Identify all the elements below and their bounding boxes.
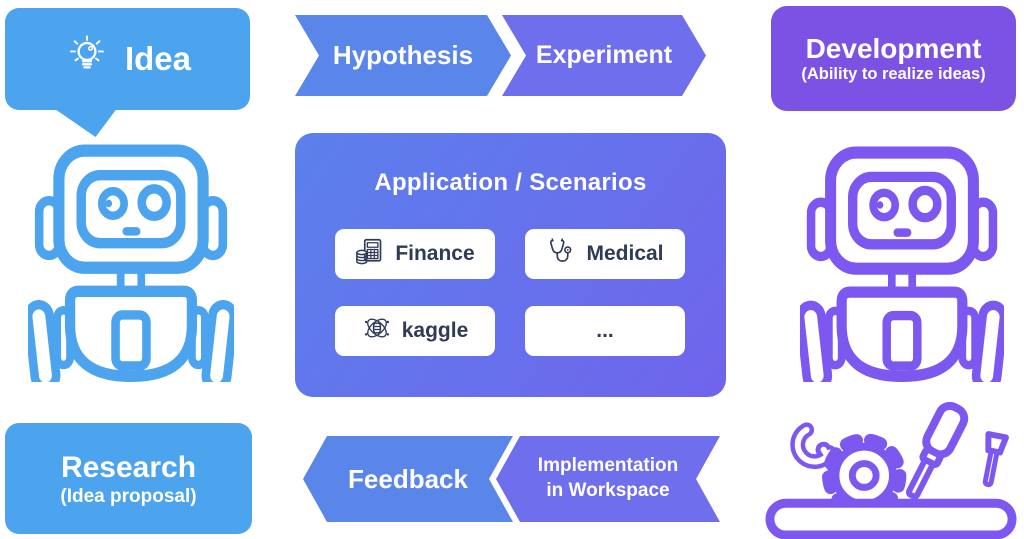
feedback-label: Feedback — [348, 463, 468, 494]
idea-bubble-tail — [52, 107, 118, 137]
scenario-finance: Finance — [335, 229, 495, 279]
development-box: Development (Ability to realize ideas) — [771, 6, 1016, 111]
scenario-kaggle: kaggle — [335, 306, 495, 356]
scenario-more: ... — [525, 306, 685, 356]
scenario-label: Finance — [395, 242, 475, 265]
scenario-label: ... — [596, 319, 614, 342]
network-icon — [362, 313, 392, 349]
development-subtitle: (Ability to realize ideas) — [801, 65, 986, 84]
implementation-label-line2: in Workspace — [546, 480, 670, 501]
calculator-coins-icon — [355, 236, 385, 272]
feedback-arrow: Feedback — [303, 436, 513, 522]
robot-icon — [23, 144, 239, 393]
scenarios-panel: Application / Scenarios Finance — [295, 133, 726, 397]
robot-icon — [795, 146, 1009, 393]
implementation-label-line1: Implementation — [537, 455, 679, 477]
research-subtitle: (Idea proposal) — [60, 485, 197, 507]
research-box: Research (Idea proposal) — [5, 423, 252, 534]
hypothesis-arrow: Hypothesis — [295, 15, 511, 96]
experiment-arrow: Experiment — [502, 15, 706, 96]
implementation-arrow: Implementation in Workspace — [496, 436, 720, 522]
scenarios-panel-title: Application / Scenarios — [374, 169, 647, 196]
stethoscope-icon — [546, 236, 576, 272]
scenario-medical: Medical — [525, 229, 685, 279]
scenario-label: Medical — [586, 242, 664, 265]
lightbulb-icon — [64, 33, 110, 85]
scenario-label: kaggle — [401, 319, 469, 342]
development-title: Development — [805, 32, 982, 64]
experiment-label: Experiment — [535, 41, 673, 69]
hypothesis-label: Hypothesis — [332, 40, 474, 70]
idea-label: Idea — [124, 40, 192, 77]
research-title: Research — [60, 450, 197, 484]
tools-icon — [762, 401, 1020, 539]
idea-bubble: Idea — [5, 8, 250, 110]
